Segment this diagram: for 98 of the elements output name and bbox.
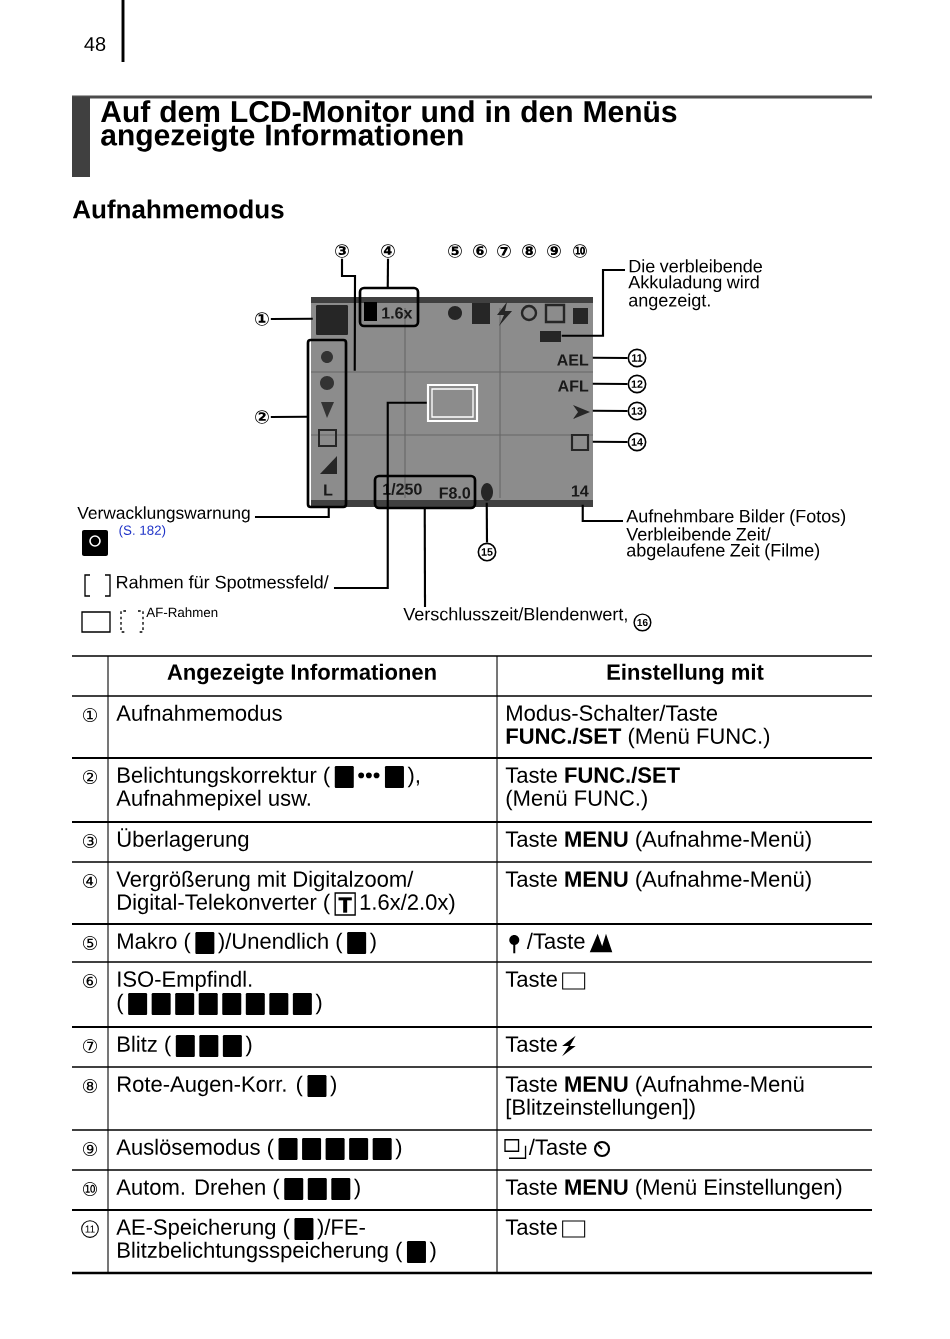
- cell-text: Taste MENU (Aufnahme-Menü): [505, 870, 811, 892]
- cell-text: AE-Speicherung (: [116, 1218, 290, 1240]
- cell-text: ): [245, 1035, 252, 1057]
- callout-text: Verschlusszeit/Blendenwert, 16: [403, 607, 652, 632]
- row-number: ⑤: [83, 936, 97, 950]
- cell-text: ): [353, 1178, 360, 1200]
- title: Auf dem LCD-Monitor und in den Menüs angezeigte Informationen: [101, 100, 677, 152]
- cell-text: Blitzbelichtungsspeicherung (: [118, 1241, 403, 1263]
- section-heading: Aufnahmemodus: [72, 199, 284, 219]
- leader-line: [386, 258, 390, 288]
- row-number: ④: [83, 874, 97, 888]
- cell-text: Rote-Augen-Korr. (: [118, 1075, 303, 1097]
- callout-number: 11: [627, 348, 647, 368]
- display-readout: F8.0: [439, 487, 471, 499]
- cell-text: /Taste: [528, 1138, 587, 1155]
- cell-text: Taste MENU (Aufnahme-Menü): [505, 830, 811, 852]
- cell-text: Blitz (: [118, 1035, 172, 1057]
- row-number: ⑥: [83, 974, 97, 988]
- leader-line: [333, 401, 427, 590]
- cell-text: Taste: [505, 971, 557, 987]
- leader-line: [485, 502, 489, 543]
- callout-number: 15: [477, 542, 497, 562]
- leader-line: [254, 507, 330, 519]
- cell-text: Taste: [505, 1036, 557, 1052]
- cell-text: ): [315, 993, 322, 1015]
- row-number: 11: [81, 1220, 99, 1238]
- callout-text: Aufnehmbare Bilder (Fotos) Verbleibende Zeit/ abgelaufene Zeit (Filme): [626, 509, 846, 561]
- cell-text: Taste MENU (Aufnahme-Menü: [505, 1075, 804, 1097]
- column-header: Angezeigte Informationen: [167, 663, 436, 685]
- callout-text: Verwacklungswarnung (S. 182): [77, 506, 250, 538]
- display-readout: 1.6x: [382, 307, 413, 319]
- cell-text: Modus-Schalter/Taste: [507, 704, 718, 721]
- lcd-screen-drawing: [306, 286, 594, 510]
- callout-text: Die verbleibende Akkuladung wird angezeigt.: [628, 259, 762, 311]
- display-readout: AEL: [557, 354, 589, 366]
- callout-number: 13: [627, 401, 647, 421]
- cell-text: •••: [358, 772, 380, 779]
- callout-number: ⑧: [522, 244, 536, 258]
- row-number: ③: [83, 834, 97, 848]
- column-header: Einstellung mit: [607, 663, 764, 685]
- cell-text: ): [429, 1241, 436, 1263]
- cell-text: Überlagerung: [117, 828, 249, 852]
- row-number: ②: [83, 770, 97, 784]
- cell-text: ISO-Empfindl.: [118, 970, 252, 992]
- cell-text: Autom. Drehen (: [116, 1178, 280, 1200]
- leader-line: [592, 440, 628, 444]
- callout-number: ⑩: [573, 244, 587, 258]
- callout-number: ④: [381, 244, 395, 258]
- cell-text: ): [369, 932, 376, 954]
- display-readout: L: [324, 484, 333, 496]
- row-number: ①: [83, 708, 97, 722]
- row-number: ⑩: [83, 1182, 97, 1196]
- callout-number: ⑨: [547, 244, 561, 258]
- leader-line: [581, 504, 623, 523]
- cell-text: (Menü FUNC.): [506, 789, 647, 811]
- callout-number: ②: [255, 410, 269, 424]
- row-number: ⑦: [83, 1039, 97, 1053]
- leader-line: [561, 268, 625, 337]
- callout-number: ⑦: [497, 244, 511, 258]
- leader-line: [423, 507, 427, 607]
- cell-text: 1.6x/2.0x): [360, 893, 455, 915]
- display-readout: 14: [571, 485, 589, 497]
- cell-text: Belichtungskorrektur (: [118, 766, 331, 788]
- leader-line: [340, 258, 357, 371]
- cell-text: Makro (: [118, 932, 191, 954]
- page-number: 48: [84, 36, 106, 52]
- cell-text: ): [330, 1075, 336, 1097]
- callout-number: ⑥: [473, 244, 487, 258]
- callout-number: ③: [335, 244, 349, 258]
- cell-text: Taste MENU (Menü Einstellungen): [505, 1178, 842, 1200]
- leader-line: [592, 382, 628, 386]
- cell-text: ): [395, 1138, 402, 1160]
- callout-number: ⑤: [448, 244, 462, 258]
- leader-line: [270, 317, 313, 321]
- cell-text: /Taste: [526, 932, 585, 949]
- display-readout: AFL: [558, 380, 589, 392]
- cell-text: [Blitzeinstellungen]): [506, 1098, 695, 1120]
- cell-text: Vergrößerung mit Digitalzoom/: [116, 870, 414, 892]
- cell-text: )/Unendlich (: [218, 932, 343, 954]
- cell-text: Taste: [505, 1219, 557, 1235]
- leader-line: [592, 409, 628, 413]
- cell-text: Aufnahmepixel usw.: [116, 789, 310, 811]
- cell-text: Taste FUNC./SET: [505, 766, 680, 784]
- cell-text: FUNC./SET (Menü FUNC.): [506, 727, 770, 749]
- callout-number: 14: [627, 432, 647, 452]
- callout-number: 12: [627, 374, 647, 394]
- cell-text: Auslösemodus (: [116, 1138, 274, 1160]
- cell-text: Aufnahmemodus: [116, 704, 282, 721]
- row-number: ⑨: [83, 1142, 97, 1156]
- cell-text: Digital-Telekonverter (: [118, 893, 331, 915]
- leader-line: [270, 415, 308, 419]
- cell-text: (: [117, 993, 124, 1015]
- leader-line: [592, 356, 628, 360]
- row-number: ⑧: [83, 1079, 97, 1093]
- cell-text: )/FE-: [317, 1218, 365, 1240]
- callout-text: Rahmen für Spotmessfeld/ AF-Rahmen: [117, 575, 329, 618]
- callout-number: ①: [255, 312, 269, 326]
- cell-text: ),: [407, 766, 419, 788]
